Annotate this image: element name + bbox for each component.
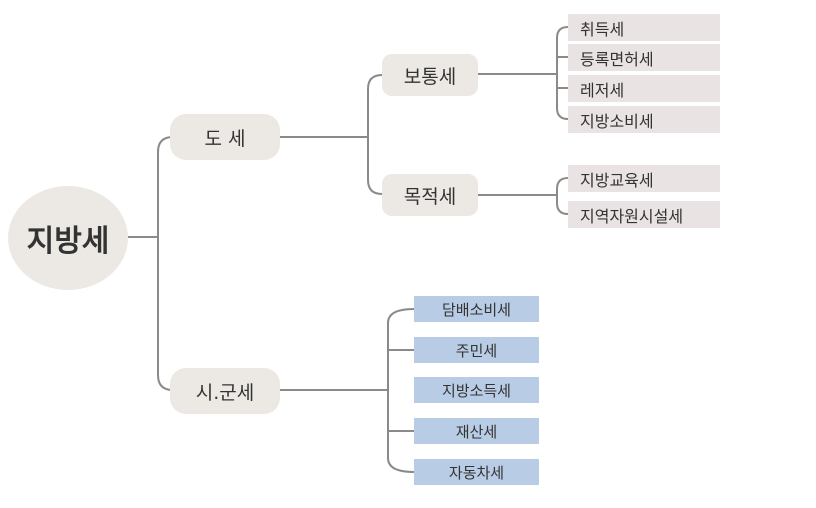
leaf-botong-2: 등록면허세 — [568, 44, 720, 71]
leaf-mokjeok-1: 지방교육세 — [568, 165, 720, 192]
leaf-label: 취득세 — [580, 19, 625, 39]
node-do-label: 도 세 — [204, 127, 246, 150]
node-sigun: 시.군세 — [170, 368, 280, 414]
root-node: 지방세 — [8, 186, 128, 290]
leaf-mokjeok-2: 지역자원시설세 — [568, 201, 720, 228]
leaf-sigun-2: 주민세 — [414, 337, 539, 363]
leaf-label: 주민세 — [455, 341, 498, 360]
connector-do-branch — [367, 74, 383, 195]
connector-sigun-branch — [387, 308, 415, 473]
node-botong: 보통세 — [382, 54, 478, 96]
node-do: 도 세 — [170, 114, 280, 160]
node-sigun-label: 시.군세 — [195, 381, 255, 404]
leaf-botong-3: 레저세 — [568, 75, 720, 102]
leaf-sigun-1: 담배소비세 — [414, 296, 539, 322]
leaf-botong-1: 취득세 — [568, 14, 720, 41]
leaf-label: 지방교육세 — [580, 170, 654, 190]
leaf-label: 재산세 — [455, 422, 498, 441]
node-mokjeok-label: 목적세 — [403, 185, 457, 208]
node-botong-label: 보통세 — [403, 65, 457, 88]
connector-root-do — [157, 136, 174, 391]
leaf-botong-4: 지방소비세 — [568, 106, 720, 133]
connector-botong-branch — [556, 26, 569, 120]
leaf-sigun-4: 재산세 — [414, 418, 539, 444]
leaf-sigun-3: 지방소득세 — [414, 377, 539, 403]
connector-mokjeok-branch — [556, 177, 569, 215]
leaf-label: 지방소비세 — [580, 111, 654, 131]
leaf-sigun-5: 자동차세 — [414, 459, 539, 485]
leaf-label: 지역자원시설세 — [580, 206, 684, 226]
node-mokjeok: 목적세 — [382, 174, 478, 216]
leaf-label: 지방소득세 — [441, 381, 511, 400]
leaf-label: 등록면허세 — [580, 49, 654, 69]
leaf-label: 자동차세 — [448, 463, 505, 482]
leaf-label: 담배소비세 — [441, 300, 511, 319]
root-label: 지방세 — [26, 224, 110, 259]
leaf-label: 레저세 — [580, 80, 625, 100]
